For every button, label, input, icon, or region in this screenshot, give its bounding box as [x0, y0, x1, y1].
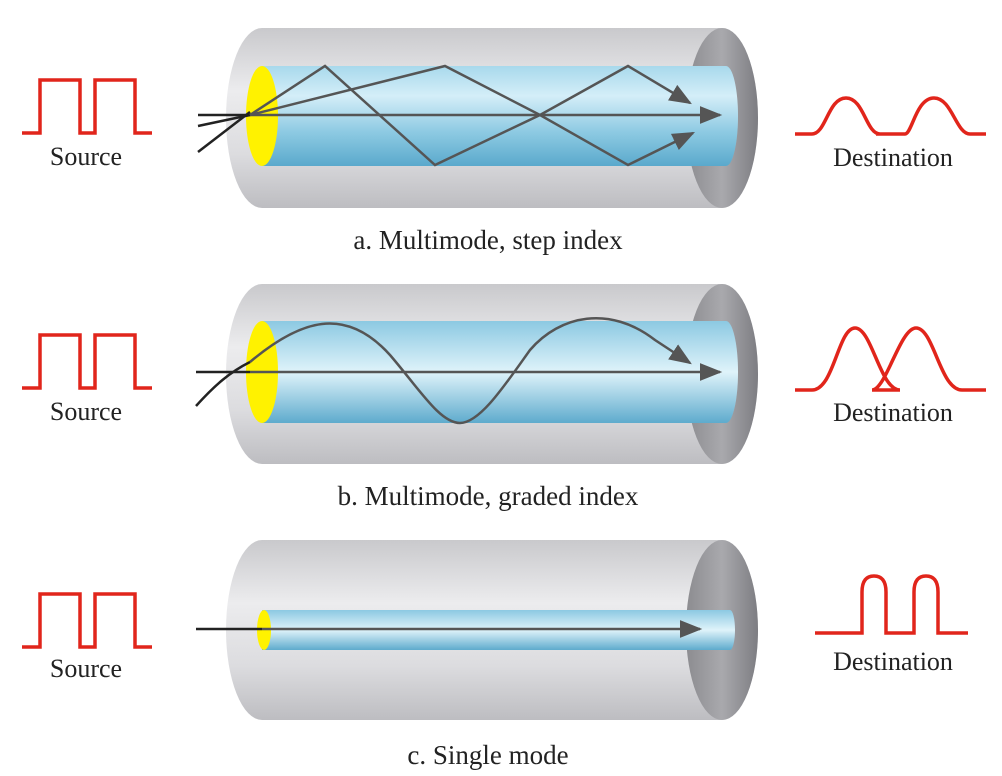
destination-pulse-b [795, 326, 986, 392]
source-label-c: Source [50, 654, 122, 683]
caption-c: c. Single mode [407, 740, 568, 770]
destination-label-c: Destination [833, 647, 953, 676]
destination-label-b: Destination [833, 398, 953, 427]
source-pulse-a [22, 78, 152, 135]
light-rays-a [197, 64, 723, 167]
destination-pulse-a [795, 96, 986, 136]
source-pulse-b [22, 333, 152, 390]
panel-multimode-graded-index: Source Destination b. Multimode, graded … [22, 284, 986, 511]
fiber-cable-a [226, 28, 758, 208]
caption-a: a. Multimode, step index [353, 225, 623, 255]
caption-b: b. Multimode, graded index [338, 481, 639, 511]
source-label-b: Source [50, 397, 122, 426]
source-pulse-c [22, 592, 152, 649]
destination-label-a: Destination [833, 143, 953, 172]
fiber-cable-b [226, 284, 758, 464]
source-label-a: Source [50, 142, 122, 171]
panel-single-mode: Source Destination c. Single mode [22, 540, 968, 770]
light-rays-b [195, 317, 723, 425]
panel-multimode-step-index: Source Destination a. Multimode, step in… [22, 28, 986, 255]
destination-pulse-c [815, 574, 968, 635]
